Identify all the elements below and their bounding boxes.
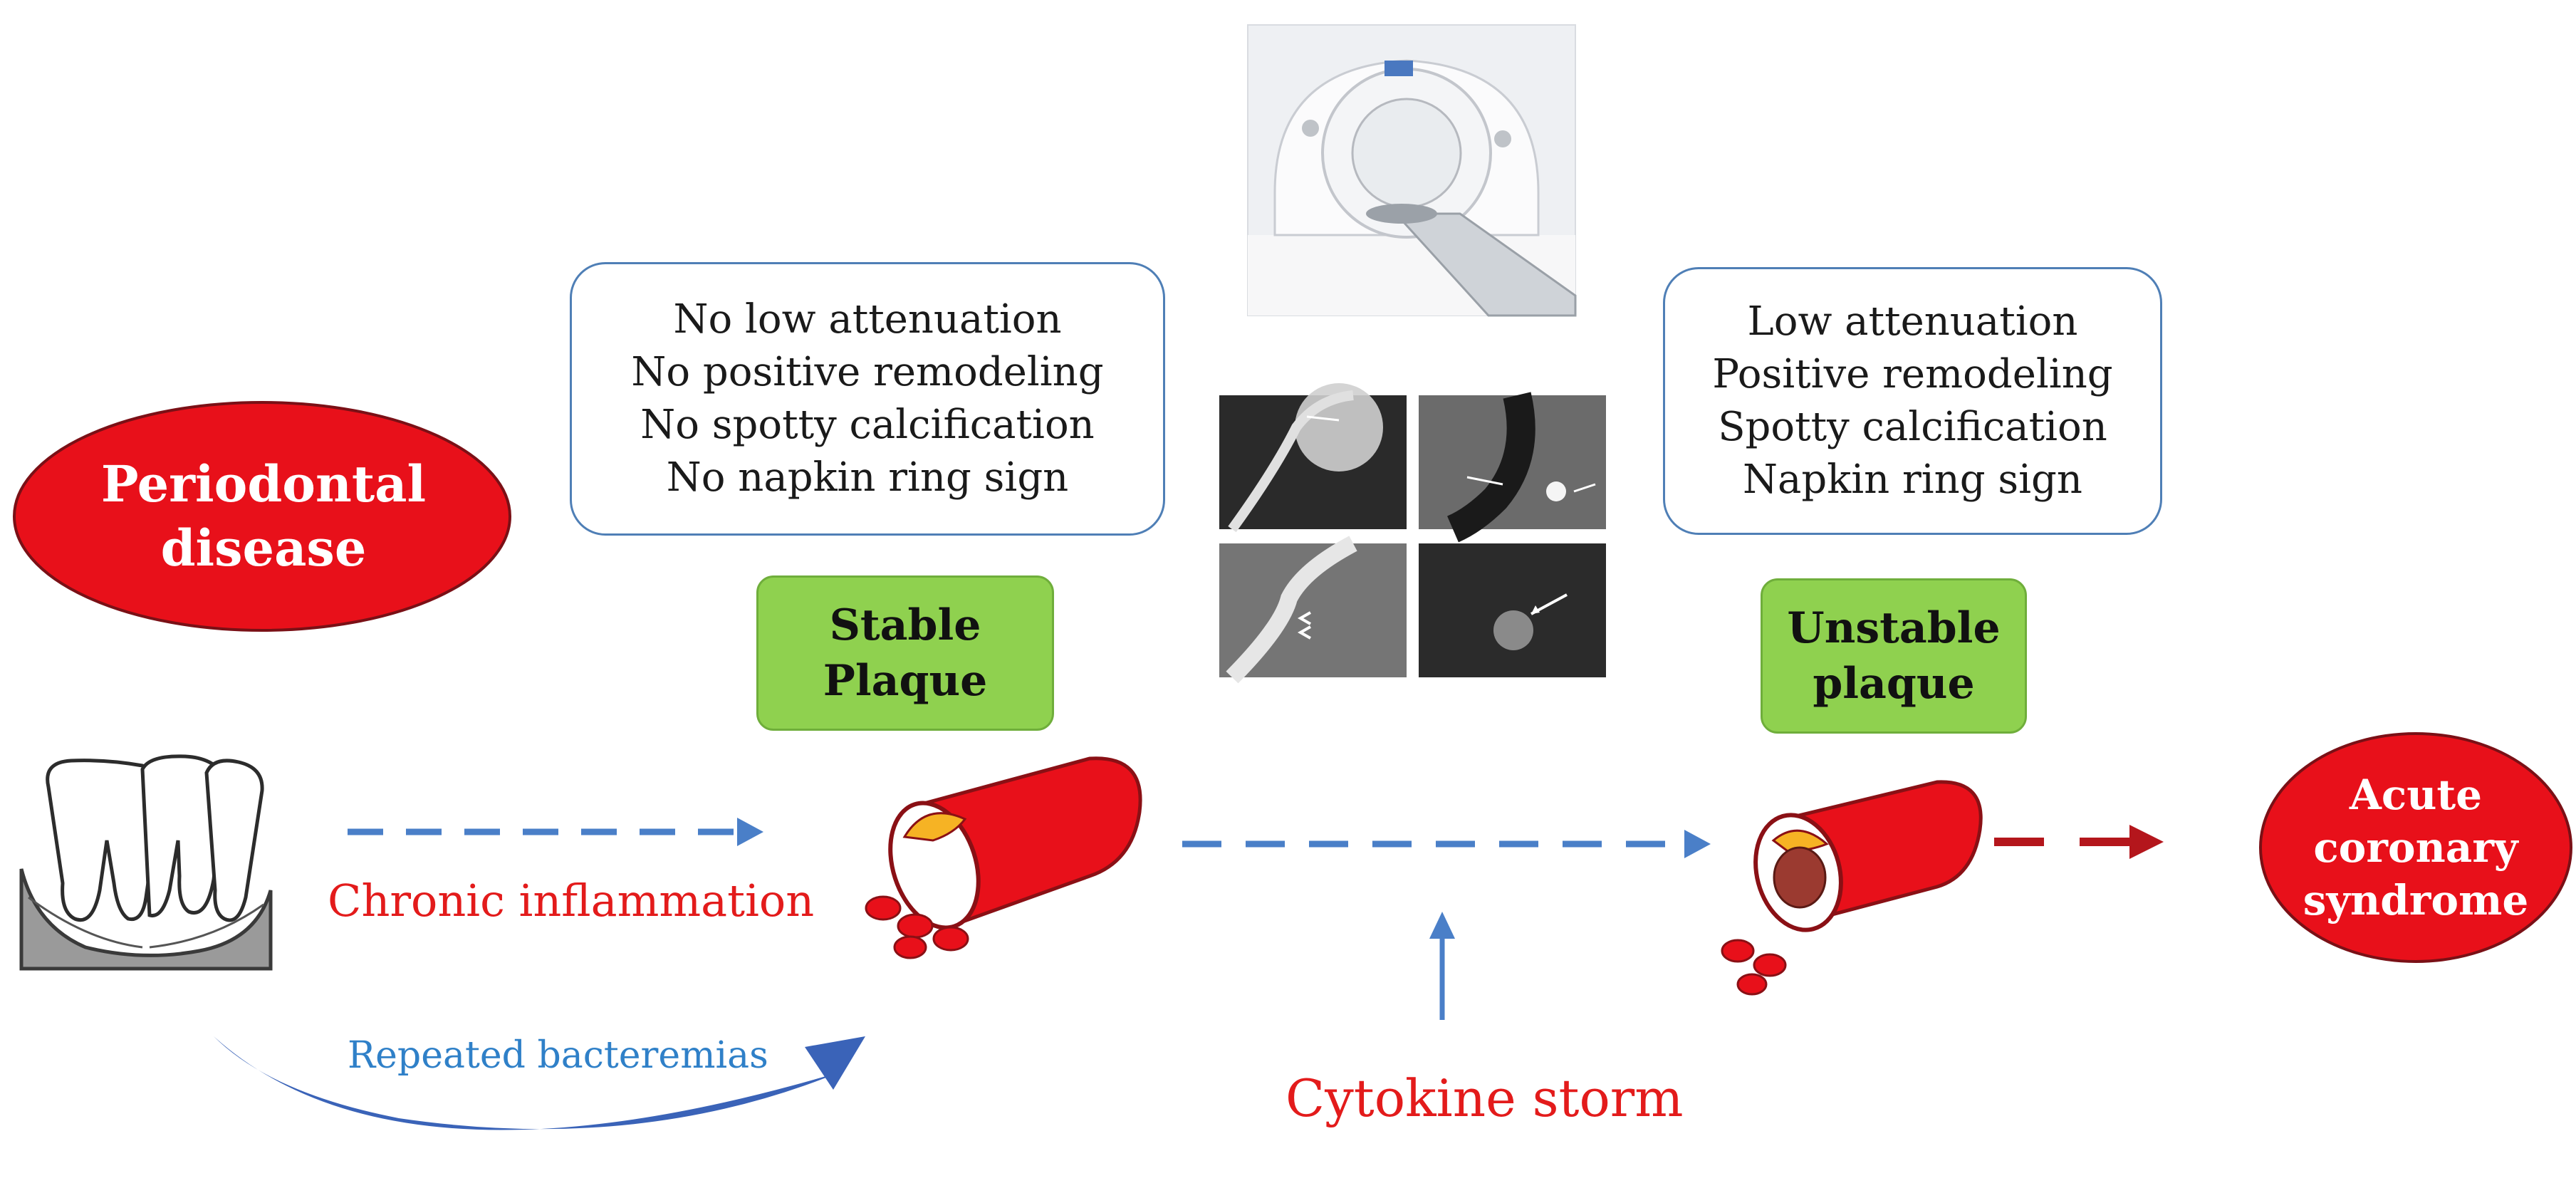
red-arrow-unstable-to-acs-head bbox=[2129, 825, 2164, 859]
unstable-plaque-line2: plaque bbox=[1813, 659, 1975, 709]
repeated-bacteremias-label: Repeated bacteremias bbox=[348, 1034, 768, 1077]
tooth-icon bbox=[19, 754, 273, 971]
dashed-arrow-teeth-to-plaque-head bbox=[737, 818, 763, 846]
periodontal-disease-ellipse bbox=[13, 401, 511, 632]
stable-plaque-box: Stable Plaque bbox=[756, 575, 1054, 731]
acs-label: Acute coronary syndrome bbox=[2265, 741, 2567, 954]
ct-angiography-panels bbox=[1219, 383, 1606, 684]
stable-artery-icon bbox=[865, 756, 1142, 959]
unstable-attr-3: Spotty calcification bbox=[1718, 404, 2107, 450]
stable-attr-2: No positive remodeling bbox=[631, 349, 1104, 395]
unstable-plaque-line1: Unstable bbox=[1787, 603, 2001, 653]
acs-line3: syndrome bbox=[2303, 876, 2529, 924]
stable-attributes-box: No low attenuation No positive remodelin… bbox=[570, 262, 1165, 536]
unstable-attr-1: Low attenuation bbox=[1747, 298, 2078, 345]
dashed-arrow-stable-to-unstable-head bbox=[1684, 830, 1711, 858]
chronic-inflammation-label: Chronic inflammation bbox=[328, 875, 815, 927]
stable-attr-4: No napkin ring sign bbox=[666, 454, 1069, 501]
unstable-attr-4: Napkin ring sign bbox=[1743, 457, 2082, 503]
stable-plaque-line2: Plaque bbox=[823, 656, 988, 706]
periodontal-line1: Periodontal bbox=[100, 454, 427, 514]
stable-attr-1: No low attenuation bbox=[673, 296, 1062, 343]
unstable-attr-2: Positive remodeling bbox=[1712, 351, 2113, 397]
periodontal-line2: disease bbox=[160, 519, 367, 578]
cytokine-arrow-head bbox=[1429, 912, 1455, 939]
acs-line2: coronary bbox=[2313, 823, 2518, 872]
bacteremia-curved-arrow-head bbox=[805, 1036, 865, 1090]
stable-attr-3: No spotty calcification bbox=[640, 402, 1095, 448]
cytokine-storm-label: Cytokine storm bbox=[1286, 1068, 1684, 1128]
acs-ellipse bbox=[2259, 732, 2572, 963]
acs-line1: Acute bbox=[2349, 771, 2483, 819]
periodontal-disease-label: Periodontal disease bbox=[28, 413, 499, 620]
unstable-artery-icon bbox=[1721, 780, 1983, 996]
unstable-plaque-box: Unstable plaque bbox=[1761, 578, 2027, 734]
stable-plaque-line1: Stable bbox=[829, 600, 981, 650]
unstable-attributes-box: Low attenuation Positive remodeling Spot… bbox=[1663, 267, 2162, 535]
ct-scanner-image bbox=[1247, 24, 1577, 317]
